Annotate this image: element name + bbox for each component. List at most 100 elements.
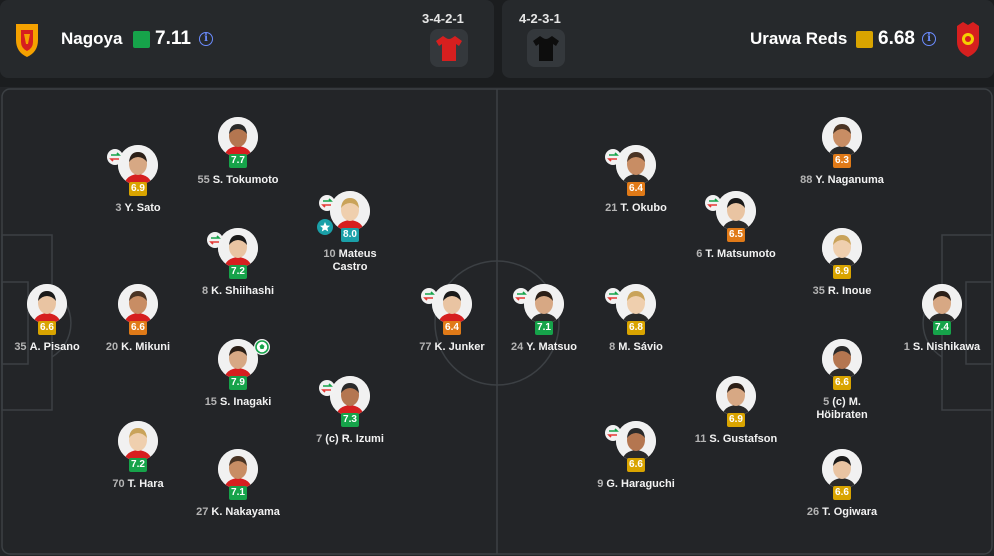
player-rating: 8.0 — [341, 228, 359, 242]
player-photo — [822, 339, 862, 379]
player-photo — [716, 191, 756, 231]
player-photo — [27, 284, 67, 324]
player-name: T. Hara — [127, 478, 164, 490]
player-rating: 7.3 — [341, 413, 359, 427]
player-rating: 6.6 — [833, 376, 851, 390]
away-kit-button[interactable] — [527, 29, 565, 67]
player-name: K. Shiihashi — [211, 285, 275, 297]
player-number: 27 — [196, 506, 209, 518]
player-number: 3 — [115, 202, 122, 214]
player-photo — [118, 421, 158, 461]
player-photo — [330, 376, 370, 416]
substitution-icon — [605, 288, 621, 304]
home-formation: 3-4-2-1 — [422, 11, 464, 26]
player-name: R. Inoue — [827, 285, 872, 297]
player-number: 1 — [903, 341, 910, 353]
player-photo — [218, 339, 258, 379]
player-rating: 6.8 — [627, 321, 645, 335]
player-photo — [118, 145, 158, 185]
player-number: 7 — [316, 433, 323, 445]
away-jersey-icon — [533, 36, 559, 61]
player-photo — [616, 421, 656, 461]
player-photo — [822, 449, 862, 489]
player-name: K. Mikuni — [121, 341, 171, 353]
player-number: 5 — [823, 396, 830, 408]
substitution-icon — [513, 288, 529, 304]
away-team-header: 4-2-3-1 Urawa Reds 6.68 i — [502, 0, 994, 78]
player-rating: 6.9 — [833, 265, 851, 279]
player-number: 77 — [419, 341, 432, 353]
substitution-icon — [605, 425, 621, 441]
player-rating: 6.6 — [627, 458, 645, 472]
player-photo — [524, 284, 564, 324]
player-rating: 7.2 — [129, 458, 147, 472]
player-rating: 7.2 — [229, 265, 247, 279]
player-number: 70 — [112, 478, 125, 490]
player-name: (c) M. — [832, 396, 861, 408]
player-number: 15 — [204, 396, 217, 408]
player-photo — [218, 117, 258, 157]
player-photo — [616, 284, 656, 324]
player-number: 8 — [609, 341, 616, 353]
player-photo — [218, 228, 258, 268]
player-name-label: 7(c) R. Izumi — [290, 433, 410, 446]
player-number: 21 — [605, 202, 618, 214]
player-name: K. Junker — [434, 341, 485, 353]
home-team-rating: 7.11 — [155, 28, 191, 49]
player-number: 88 — [800, 174, 813, 186]
player-number: 35 — [812, 285, 825, 297]
home-kit-button[interactable] — [430, 29, 468, 67]
player-home-10[interactable]: 7.3 7(c) R. Izumi — [290, 376, 410, 460]
player-photo — [822, 117, 862, 157]
home-team-name[interactable]: Nagoya — [61, 29, 123, 48]
home-info-icon[interactable]: i — [199, 32, 213, 46]
player-number: 11 — [694, 433, 707, 445]
player-rating: 7.4 — [933, 321, 951, 335]
away-info-icon[interactable]: i — [922, 32, 936, 46]
player-rating: 7.7 — [229, 154, 247, 168]
urawa-crest-icon — [953, 20, 983, 58]
player-rating: 6.6 — [833, 486, 851, 500]
player-rating: 7.9 — [229, 376, 247, 390]
player-number: 35 — [14, 341, 27, 353]
player-name-line2: Höibraten — [816, 409, 868, 421]
player-rating: 6.9 — [727, 413, 745, 427]
player-rating: 6.6 — [38, 321, 56, 335]
away-formation: 4-2-3-1 — [519, 11, 561, 26]
player-name: T. Okubo — [620, 202, 667, 214]
away-team-name[interactable]: Urawa Reds — [750, 29, 848, 48]
player-name: Y. Sato — [124, 202, 161, 214]
